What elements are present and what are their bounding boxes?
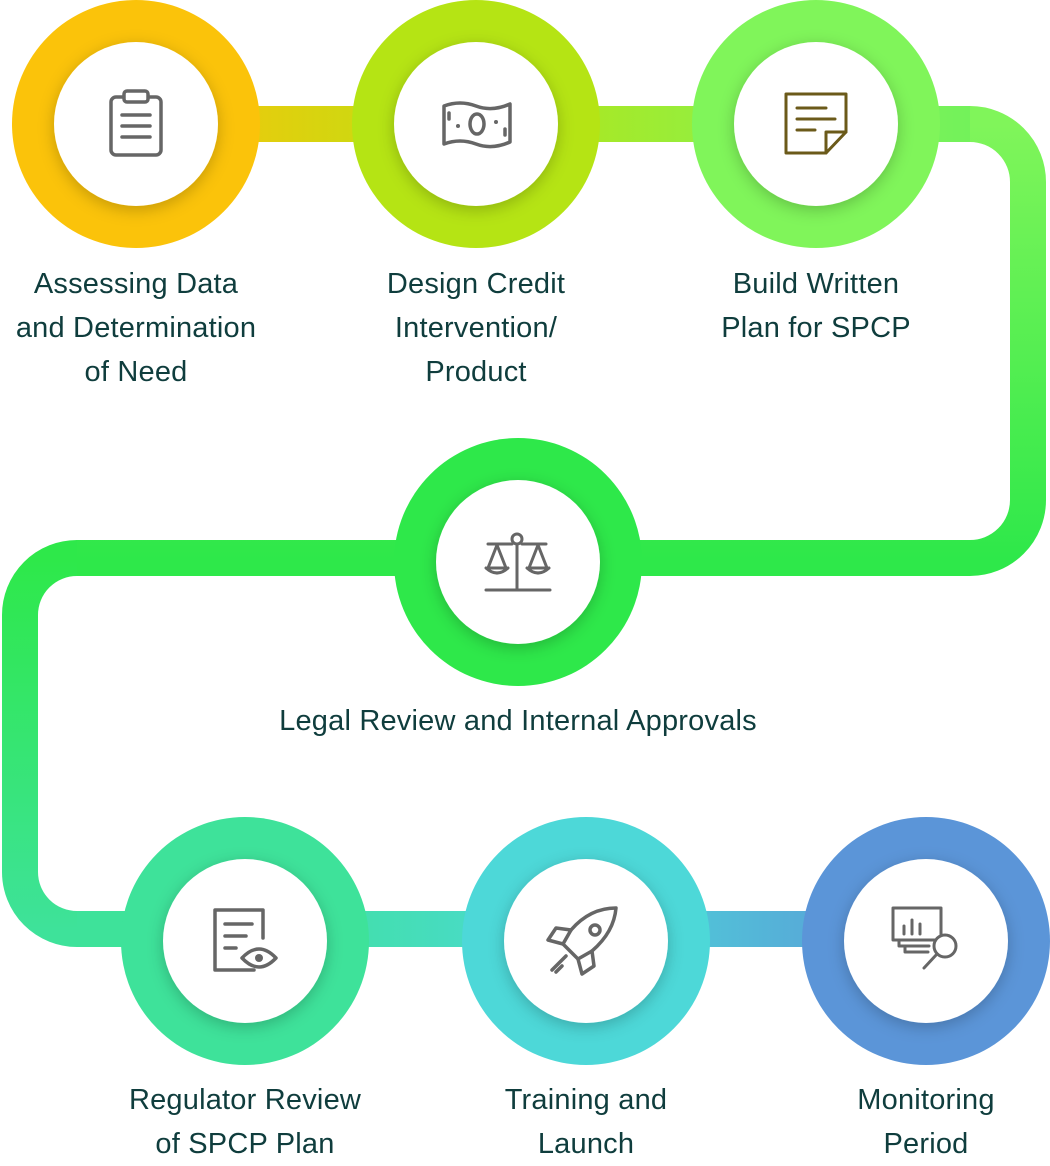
document-review-icon	[213, 908, 278, 972]
label-line: and Determination	[15, 312, 257, 344]
label-line: Launch	[537, 1128, 635, 1160]
label-line: Training and	[504, 1084, 668, 1116]
scales-icon	[484, 532, 552, 592]
step-label-assessing-data: Assessing Data and Determination of Need	[0, 262, 272, 394]
label-line: Plan for SPCP	[721, 312, 911, 344]
label-line: Product	[425, 356, 527, 388]
label-line: Period	[883, 1128, 969, 1160]
step-label-regulator-review: Regulator Review of SPCP Plan	[109, 1078, 381, 1166]
step-build-written-plan	[692, 0, 940, 248]
step-inner-circle	[734, 42, 898, 206]
step-label-legal-review: Legal Review and Internal Approvals	[218, 699, 818, 743]
monitoring-analytics-icon	[891, 906, 958, 970]
label-line: Assessing Data	[33, 268, 239, 300]
connector-right-bend	[969, 106, 1046, 576]
step-label-monitoring-period: Monitoring Period	[790, 1078, 1050, 1166]
step-label-build-written-plan: Build Written Plan for SPCP	[680, 262, 952, 350]
label-line: Build Written	[732, 268, 900, 300]
step-assessing-data	[12, 0, 260, 248]
rocket-icon	[546, 906, 618, 976]
step-inner-circle	[54, 42, 218, 206]
label-line: of SPCP Plan	[155, 1128, 335, 1160]
step-inner-circle	[504, 859, 668, 1023]
label-line: Legal Review and Internal Approvals	[279, 705, 757, 737]
label-line: Monitoring	[857, 1084, 995, 1116]
connector-left-bend	[2, 540, 78, 947]
step-training-launch	[462, 817, 710, 1065]
step-monitoring-period	[802, 817, 1050, 1065]
label-line: Regulator Review	[128, 1084, 362, 1116]
step-legal-review	[394, 438, 642, 686]
step-label-training-launch: Training and Launch	[450, 1078, 722, 1166]
step-inner-circle	[163, 859, 327, 1023]
label-line: Intervention/	[394, 312, 558, 344]
label-line: Design Credit	[386, 268, 566, 300]
banknote-icon	[442, 101, 512, 149]
step-label-design-credit: Design Credit Intervention/ Product	[340, 262, 612, 394]
clipboard-icon	[109, 89, 163, 157]
written-document-icon	[784, 92, 848, 155]
step-regulator-review	[121, 817, 369, 1065]
step-design-credit	[352, 0, 600, 248]
step-inner-circle	[394, 42, 558, 206]
label-line: of Need	[84, 356, 188, 388]
